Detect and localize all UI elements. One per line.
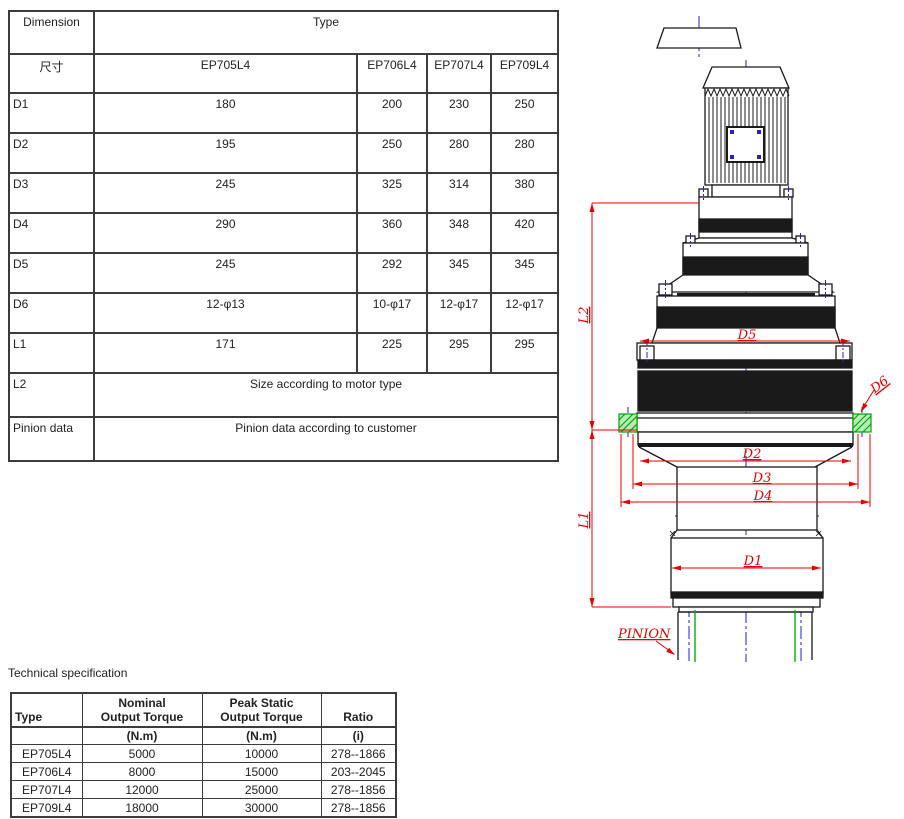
table-row: D3 245 325 314 380: [8, 172, 560, 214]
spec-header-peak: Peak Static Output Torque: [201, 692, 322, 728]
cell-value: 171: [93, 332, 358, 374]
row-label: L1: [8, 332, 95, 374]
cell-value: 10-φ17: [356, 292, 428, 334]
type-col: EP707L4: [426, 53, 492, 94]
cell-value: 380: [489, 172, 560, 214]
spec-header-nominal: Nominal Output Torque: [81, 692, 203, 728]
cell-value: 12-φ13: [93, 292, 358, 334]
cell-value: 195: [93, 132, 358, 174]
cell-value: 250: [356, 132, 428, 174]
table-row: EP706L4 8000 15000 203--2045: [10, 762, 397, 781]
table-row: Type Nominal Output Torque Peak Static O…: [10, 692, 397, 728]
spec-ratio: 278--1856: [320, 798, 397, 818]
label-d3: D3: [752, 471, 772, 486]
table-row: D6 12-φ13 10-φ17 12-φ17 12-φ17: [8, 292, 560, 334]
label-d4: D4: [753, 489, 773, 504]
spec-section-title: Technical specification: [8, 666, 128, 680]
table-row: D2 195 250 280 280: [8, 132, 560, 174]
cell-value: 280: [489, 132, 560, 174]
cell-value: 348: [426, 212, 492, 254]
table-row: EP707L4 12000 25000 278--1856: [10, 780, 397, 799]
table-row: EP709L4 18000 30000 278--1856: [10, 798, 397, 818]
cell-value: 230: [426, 92, 492, 134]
row-label: D2: [8, 132, 95, 174]
spec-table: Type Nominal Output Torque Peak Static O…: [10, 692, 397, 818]
cell-value: 245: [93, 252, 358, 294]
row-label: D1: [8, 92, 95, 134]
unit-cell: (N.m): [201, 726, 322, 745]
type-col: EP706L4: [356, 53, 428, 94]
cell-value: 325: [356, 172, 428, 214]
label-pinion: PINION: [617, 627, 671, 642]
spec-header-type: Type: [10, 692, 83, 728]
cell-value: 12-φ17: [489, 292, 560, 334]
row-label: D4: [8, 212, 95, 254]
cell-value: 280: [426, 132, 492, 174]
spec-type: EP707L4: [10, 780, 83, 799]
dimension-header-cell: Dimension: [8, 10, 95, 55]
cell-value: 180: [93, 92, 358, 134]
type-header-cell: Type: [92, 10, 560, 55]
flange-hatch: [618, 413, 872, 433]
table-row: D4 290 360 348 420: [8, 212, 560, 254]
type-col: EP709L4: [489, 53, 560, 94]
table-row: D5 245 292 345 345: [8, 252, 560, 294]
table-row: D1 180 200 230 250: [8, 92, 560, 134]
cell-value: 345: [489, 252, 560, 294]
spec-nominal: 18000: [81, 798, 203, 818]
type-col: EP705L4: [93, 53, 358, 94]
table-row: L2 Size according to motor type: [8, 372, 560, 418]
label-d2: D2: [742, 447, 762, 462]
table-row: 尺寸 EP705L4 EP706L4 EP707L4 EP709L4: [8, 53, 560, 94]
table-row: Pinion data Pinion data according to cus…: [8, 416, 560, 462]
cell-value: 345: [426, 252, 492, 294]
dimension-table: Dimension Type 尺寸 EP705L4 EP706L4 EP707L…: [8, 10, 560, 462]
table-row: L1 171 225 295 295: [8, 332, 560, 374]
cell-value: 360: [356, 212, 428, 254]
dimension-labels: L2 L1 D5 D6 D2 D3 D4 D1 PINION: [577, 307, 892, 642]
row-label: D3: [8, 172, 95, 214]
dimension-header-cn-cell: 尺寸: [8, 53, 95, 94]
cell-value: 290: [93, 212, 358, 254]
row-label: L2: [8, 372, 95, 418]
cell-value: 12-φ17: [426, 292, 492, 334]
cell-value: 292: [356, 252, 428, 294]
junction-box-bolts: [730, 130, 761, 159]
label-l1: L1: [577, 512, 592, 530]
cell-value: 295: [489, 332, 560, 374]
row-label: Pinion data: [8, 416, 95, 462]
label-d1: D1: [743, 554, 763, 569]
cell-value: 420: [489, 212, 560, 254]
spec-peak: 25000: [201, 780, 322, 799]
dimensions: [589, 202, 875, 655]
cell-value: 245: [93, 172, 358, 214]
label-d6: D6: [867, 374, 892, 398]
spec-ratio: 278--1856: [320, 780, 397, 799]
fin-zigzag: [704, 87, 790, 98]
gear-pitch-lines: [694, 610, 796, 662]
l2-note: Size according to motor type: [92, 372, 560, 418]
row-label: D5: [8, 252, 95, 294]
cell-value: 295: [426, 332, 492, 374]
label-l2: L2: [577, 307, 592, 325]
gearbox: [636, 188, 854, 660]
spec-header-ratio: Ratio: [320, 692, 397, 728]
table-row: EP705L4 5000 10000 278--1866: [10, 744, 397, 763]
cell-value: 200: [356, 92, 428, 134]
cell-value: 225: [356, 332, 428, 374]
cell-value: 250: [489, 92, 560, 134]
cell-value: 314: [426, 172, 492, 214]
label-d5: D5: [737, 328, 757, 343]
row-label: D6: [8, 292, 95, 334]
top-cap: [656, 27, 742, 49]
pinion-note: Pinion data according to customer: [92, 416, 560, 462]
table-row: Dimension Type: [8, 10, 560, 55]
spec-type: EP705L4: [10, 744, 83, 763]
motor: [702, 66, 790, 198]
